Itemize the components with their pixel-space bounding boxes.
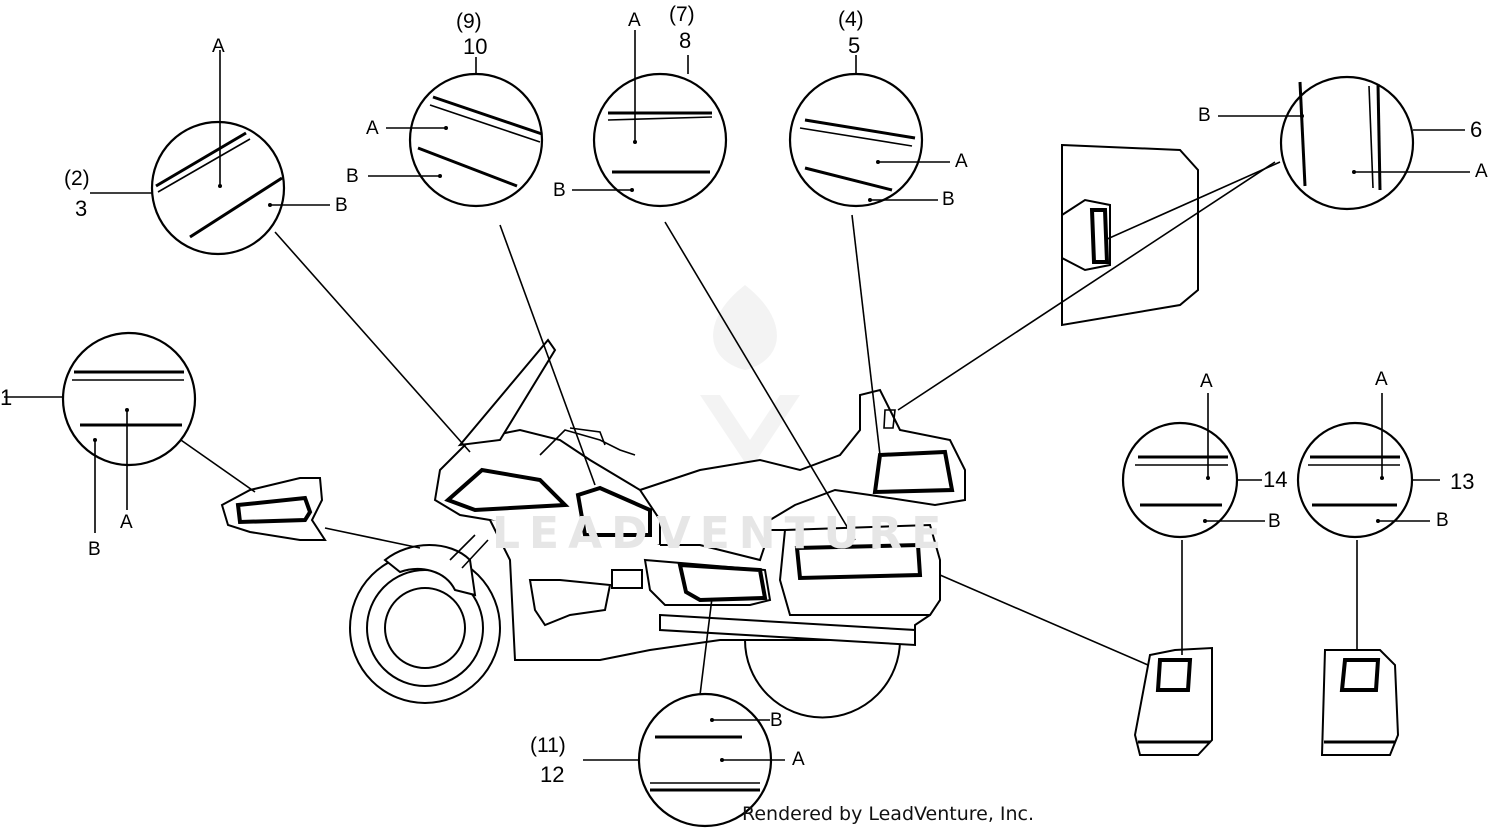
callout-10-number: 10 (463, 34, 488, 59)
callout-3-label-b: B (335, 195, 348, 216)
detail-circle-14 (1121, 393, 1265, 539)
callout-14-number: 14 (1263, 467, 1288, 492)
callout-3-number: 3 (75, 196, 88, 221)
detail-circle-10 (368, 57, 544, 208)
front-fender-part (220, 477, 327, 541)
callout-6-label-b: B (1198, 105, 1211, 126)
callout-12-label-b: B (770, 710, 783, 731)
callout-5-label-a: A (955, 151, 968, 172)
detail-circle-6 (1218, 75, 1470, 211)
callout-5-label-b: B (942, 189, 955, 210)
detail-circle-12 (583, 692, 785, 828)
callout-5-number: 5 (848, 33, 861, 58)
side-cover-part-13 (1320, 649, 1400, 756)
callout-8-label-b: B (553, 180, 566, 201)
leader-lines (177, 161, 1358, 696)
detail-circle-8 (572, 30, 728, 208)
callout-13-number: 13 (1450, 469, 1475, 494)
callout-14-label-b: B (1268, 511, 1281, 532)
callout-13-label-b: B (1436, 510, 1449, 531)
callout-1-number: 1 (0, 385, 13, 410)
detail-circle-1 (4, 331, 197, 533)
side-cover-part-14 (1133, 646, 1213, 756)
callout-3-paren: (2) (64, 167, 90, 190)
callout-6-label-a: A (1475, 161, 1488, 182)
detail-circle-3 (90, 50, 330, 256)
callout-10-paren: (9) (456, 10, 482, 33)
callout-1-label-b: B (88, 539, 101, 560)
detail-circle-13 (1296, 393, 1440, 539)
callout-14-label-a: A (1200, 371, 1213, 392)
callout-13-label-a: A (1375, 369, 1388, 390)
watermark-logo (700, 285, 800, 470)
callout-8-paren: (7) (669, 3, 695, 26)
callout-12-number: 12 (540, 762, 565, 787)
credit-text: Rendered by LeadVenture, Inc. (742, 803, 1035, 825)
watermark-text: LEADVENTURE (492, 508, 951, 559)
callout-5-paren: (4) (838, 8, 864, 31)
motorcycle-drawing (349, 338, 966, 719)
callout-8-label-a: A (628, 10, 641, 31)
callout-1-label-a: A (120, 512, 133, 533)
detail-circle-5 (788, 55, 950, 208)
callout-6-number: 6 (1470, 117, 1483, 142)
callout-8-number: 8 (679, 28, 692, 53)
callout-10-label-b: B (346, 166, 359, 187)
callout-12-label-a: A (792, 749, 805, 770)
trunk-lid-part (1061, 143, 1199, 327)
callout-10-label-a: A (366, 118, 379, 139)
callout-3-label-a: A (212, 36, 225, 57)
callout-12-paren: (11) (530, 734, 566, 757)
